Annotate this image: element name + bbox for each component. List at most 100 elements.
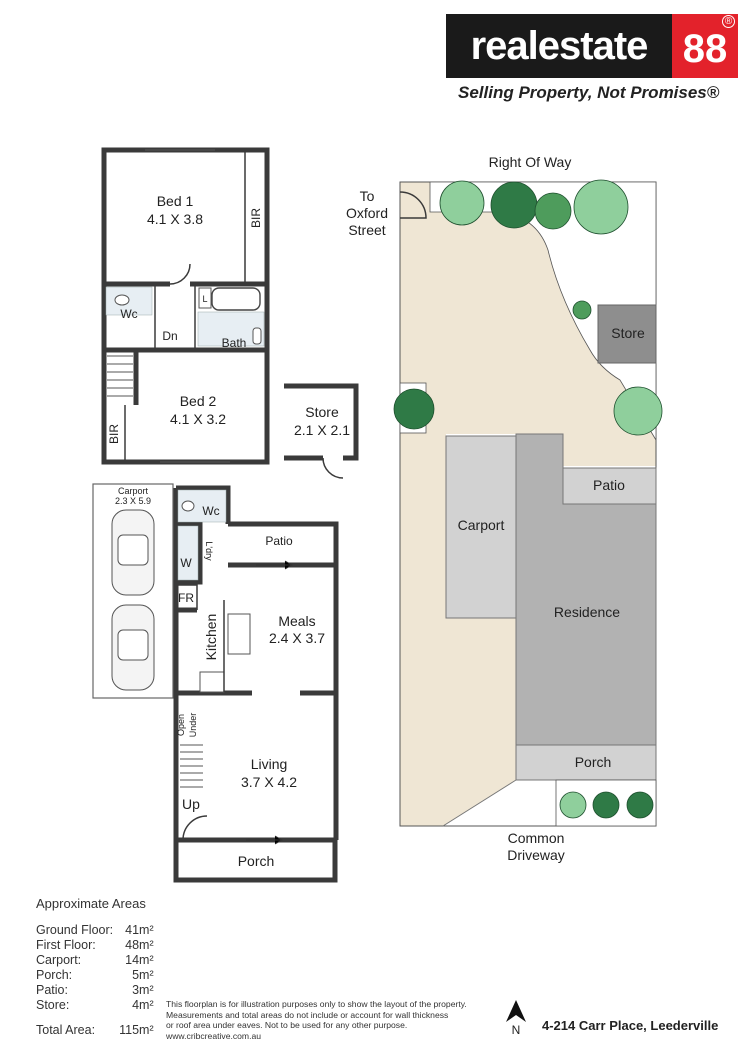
- kitchen-label: Kitchen: [203, 614, 219, 661]
- disclaimer-line: or roof area under eaves. Not to be used…: [166, 1020, 408, 1030]
- site-store-label: Store: [611, 325, 645, 341]
- wc-label: Wc: [120, 307, 137, 321]
- street-label: Street: [348, 222, 385, 238]
- area-value: 48m²: [125, 938, 154, 952]
- tree-icon: [534, 192, 572, 230]
- area-row: First Floor: 48m²: [36, 938, 154, 953]
- area-row: Store: 4m²: [36, 998, 154, 1013]
- to-label: To: [360, 188, 375, 204]
- area-label: Porch:: [36, 968, 73, 982]
- front-door-arc: [182, 815, 208, 841]
- gf-patio-label: Patio: [265, 534, 293, 548]
- ldry-tile: [177, 525, 199, 581]
- tree-icon: [490, 181, 538, 229]
- areas-heading: Approximate Areas: [36, 896, 146, 911]
- under-label: Under: [188, 713, 198, 738]
- brand-name: realestate: [446, 14, 672, 78]
- living-size: 3.7 X 4.2: [241, 774, 297, 790]
- bath-label: Bath: [222, 336, 247, 350]
- tree-icon: [572, 300, 592, 320]
- w-label: W: [180, 556, 192, 570]
- areas-table: Ground Floor:41m² First Floor:48m² Carpo…: [36, 923, 154, 1038]
- gate-arc: [399, 191, 427, 219]
- car-bottom: [111, 604, 155, 691]
- north-arrow-icon: N: [506, 1000, 526, 1037]
- living-name: Living: [251, 756, 288, 772]
- meals-name: Meals: [278, 613, 315, 629]
- dn-label: Dn: [162, 329, 177, 343]
- area-row: Patio: 3m²: [36, 983, 154, 998]
- bathtub-icon: [211, 287, 261, 311]
- brand-number: 88: [672, 14, 738, 78]
- area-row: Carport:14m²: [36, 953, 154, 968]
- area-label: First Floor:: [36, 938, 96, 952]
- area-label: Patio:: [36, 983, 68, 997]
- linen-label: L: [202, 294, 207, 304]
- stair-wall: [104, 347, 139, 405]
- driveway-line: [442, 779, 517, 827]
- area-row: Porch: 5m²: [36, 968, 154, 983]
- tree-icon: [439, 180, 485, 226]
- sliding-door-arrow: [246, 835, 284, 845]
- right-of-way-label: Right Of Way: [489, 154, 572, 170]
- tree-icon: [592, 791, 620, 819]
- bed1-name: Bed 1: [157, 193, 194, 209]
- gf-toilet-icon: [181, 500, 195, 512]
- bir-top-label: BIR: [249, 208, 263, 228]
- ldry-label: L'dry: [204, 541, 214, 561]
- store-door-arc: [322, 457, 344, 479]
- oxford-label: Oxford: [346, 205, 388, 221]
- tree-icon: [393, 388, 435, 430]
- approximate-areas: Approximate Areas Ground Floor:41m² Firs…: [36, 896, 154, 1038]
- area-total-row: Total Area: 115m²: [36, 1013, 154, 1038]
- area-value: 14m²: [125, 953, 154, 967]
- carport-name: Carport: [118, 486, 149, 496]
- common-label: Common: [508, 830, 565, 846]
- property-address: 4-214 Carr Place, Leederville: [542, 1018, 719, 1033]
- linen-cupboard: [198, 287, 212, 309]
- gf-wc-label: Wc: [202, 504, 219, 518]
- area-value: 4m²: [132, 998, 154, 1012]
- brand-tagline: Selling Property, Not Promises®: [458, 83, 720, 102]
- kitchen-wall: [176, 607, 336, 696]
- patio-outline: [228, 521, 339, 565]
- area-label: Ground Floor:: [36, 923, 114, 937]
- store-size: 2.1 X 2.1: [294, 422, 350, 438]
- site-plan: Right Of Way To Oxford Street Store Pati…: [346, 154, 663, 863]
- gf-porch-label: Porch: [238, 853, 275, 869]
- bed2-name: Bed 2: [180, 393, 217, 409]
- store-name: Store: [305, 404, 339, 420]
- site-porch-label: Porch: [575, 754, 612, 770]
- brand-logo: realestate 88 ®: [446, 14, 738, 78]
- stove-icon: [199, 671, 225, 693]
- store-plan: Store 2.1 X 2.1: [284, 383, 359, 479]
- total-value: 115m²: [119, 1023, 154, 1037]
- ground-east-wall: [228, 562, 339, 840]
- first-floor-stairs: [107, 355, 133, 397]
- area-value: 5m²: [132, 968, 154, 982]
- bed2-size: 4.1 X 3.2: [170, 411, 226, 427]
- ldry-wall: [176, 521, 203, 585]
- trees: [393, 179, 663, 819]
- bed1-door-arc: [169, 263, 191, 285]
- site-patio: [562, 467, 657, 505]
- patio-door-arrow: [256, 560, 294, 570]
- bir-bottom-label: BIR: [107, 424, 121, 444]
- site-carport-label: Carport: [458, 517, 505, 533]
- site-store: [597, 304, 657, 364]
- disclaimer-link: www.cribcreative.com.au: [166, 1030, 262, 1041]
- north-label: N: [512, 1023, 521, 1037]
- total-label: Total Area:: [36, 1023, 96, 1037]
- tree-icon: [626, 791, 654, 819]
- driveway-label: Driveway: [507, 847, 565, 863]
- up-label: Up: [182, 796, 200, 812]
- site-patio-label: Patio: [593, 477, 625, 493]
- area-label: Store:: [36, 998, 70, 1012]
- site-residence-label: Residence: [554, 604, 620, 620]
- area-value: 3m²: [132, 983, 154, 997]
- carport-size: 2.3 X 5.9: [115, 496, 151, 506]
- car-top: [111, 509, 155, 596]
- fr-label: FR: [178, 591, 194, 605]
- disclaimer: This floorplan is for illustration purpo…: [166, 999, 506, 1041]
